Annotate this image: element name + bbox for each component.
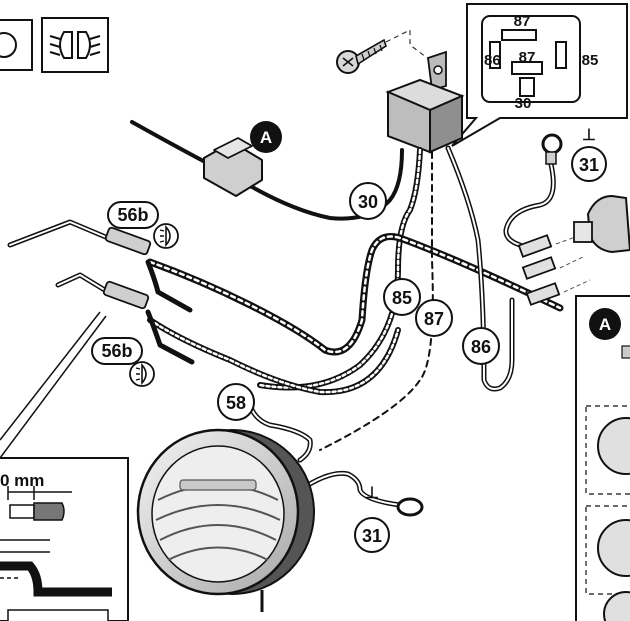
low-beam-icon-upper <box>153 223 179 249</box>
relay-pin-85: 85 <box>582 52 599 69</box>
connector-56b-upper <box>104 226 152 256</box>
headlamp <box>136 428 315 612</box>
strip-length-label: 0 mm <box>0 471 44 490</box>
ground-ring-terminal-top <box>541 133 563 165</box>
terminal-badge-87: 87 <box>415 299 453 337</box>
terminal-87-label: 87 <box>424 309 444 329</box>
wiring-harness <box>7 120 564 508</box>
ground-symbol-top: ⊥ <box>582 127 596 144</box>
terminal-31-bottom-label: 31 <box>362 526 382 546</box>
inset-callout-a: A <box>589 308 621 340</box>
terminal-badge-56b-upper: 56b <box>107 201 159 229</box>
installation-detail-panel <box>575 295 630 621</box>
screw-icon <box>336 38 387 74</box>
relay-pinout-callout: 87 86 87 85 30 <box>451 3 628 147</box>
wire-strip-detail-panel <box>0 311 129 621</box>
switch-spade-connectors <box>517 234 591 306</box>
terminal-58-label: 58 <box>226 393 246 413</box>
switch-icon <box>573 194 630 254</box>
terminal-31-top-label: 31 <box>579 155 599 175</box>
terminal-badge-31-top: 31 <box>571 146 607 182</box>
relay-socket-outline <box>481 15 581 103</box>
low-beam-icon-lower <box>129 361 155 387</box>
relay-pin-87-top: 87 <box>514 13 531 30</box>
terminal-85-label: 85 <box>392 288 412 308</box>
lamp-symbol-icon <box>0 32 17 58</box>
ground-ring-terminal-bottom <box>396 497 424 517</box>
terminal-badge-86: 86 <box>462 327 500 365</box>
callout-a-text: A <box>260 128 272 147</box>
supply-wire-30 <box>130 120 404 221</box>
relay-pin-87-center: 87 <box>519 49 536 66</box>
terminal-badge-85: 85 <box>383 278 421 316</box>
terminal-30-label: 30 <box>358 192 378 212</box>
fuse-holder <box>203 137 263 197</box>
terminal-86-label: 86 <box>471 337 491 357</box>
screw-guide-line <box>385 29 431 61</box>
terminal-badge-56b-lower: 56b <box>91 337 143 365</box>
headlight-symbol-box <box>0 19 33 71</box>
connector-56b-lower <box>102 280 150 310</box>
low-beam-symbol-box <box>41 17 109 73</box>
terminal-badge-30: 30 <box>349 182 387 220</box>
low-beam-icon <box>49 31 101 59</box>
terminal-badge-31-bottom: 31 <box>354 517 390 553</box>
callout-a: A <box>250 121 282 153</box>
relay-pin-86: 86 <box>484 52 501 69</box>
terminal-56b-upper-label: 56b <box>117 205 148 225</box>
inset-callout-a-text: A <box>599 315 611 334</box>
ground-symbol-bottom: ⊥ <box>365 485 379 502</box>
relay-pin-30: 30 <box>515 95 532 112</box>
terminal-56b-lower-label: 56b <box>101 341 132 361</box>
terminal-badge-58: 58 <box>217 383 255 421</box>
relay-box <box>385 50 465 154</box>
